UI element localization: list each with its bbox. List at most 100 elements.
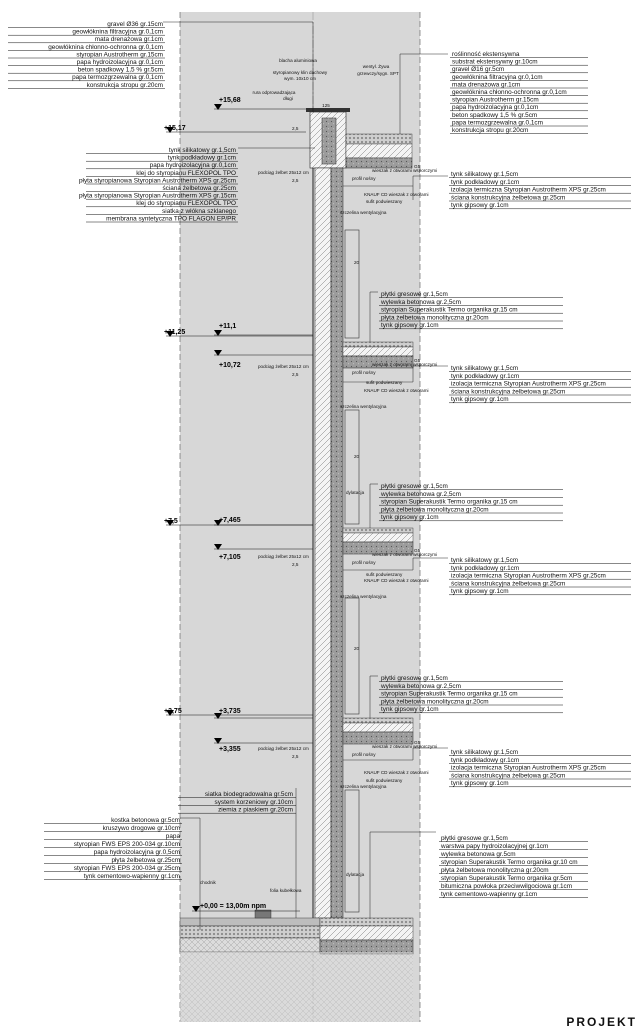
annotation-wieszak: wieszak z otworami wsporczymi <box>372 362 437 367</box>
wall-layer-item: tynk podkładowy gr.1cm <box>451 565 519 572</box>
floor-layer-item: tynk gipsowy gr.1cm <box>381 706 439 713</box>
level-right: +3,735 <box>219 708 241 715</box>
slab-3 <box>342 717 414 745</box>
annotation-dylatacja: dylatacja <box>346 872 365 877</box>
wall-layer-item: izolacja termiczna Styropian Austrotherm… <box>451 573 606 580</box>
wall-layer-item: ściana konstrukcyjna żelbetowa gr.25cm <box>451 580 565 587</box>
annotation-styropian-klin: styropianowy klin dachowy <box>273 70 328 75</box>
left-roof-item: papa hydroizolacyjna gr.0,1cm <box>77 59 163 66</box>
annotation-profil: profil nośny <box>352 560 376 565</box>
annotation-n3: G5 <box>414 358 421 363</box>
annotation-sufit: sufit podwieszany <box>366 380 403 385</box>
right-roof-item: mata drenażowa gr.1cm <box>452 81 520 88</box>
ground-layers-item: warstwa papy hydroizolacyjnej gr.1cm <box>440 843 548 850</box>
level-right: +15,68 <box>219 97 241 104</box>
green-layers-item: ziemia z piaskiem gr.20cm <box>218 807 293 814</box>
left-parapet-item: tynk silikatowy gr.1,5cm <box>169 147 236 154</box>
annotation-grzewczy: grzewczy/sygn. SPT <box>357 71 399 76</box>
left-parapet-item: klej do styropianu FLEXOPOL TPO <box>136 200 236 207</box>
level-labels: +15,17+11,25+7,5+3,75+15,68+11,1+10,72+7… <box>164 97 266 910</box>
ground-layers-item: bitumiczna powłoka przeciwwilgociowa gr.… <box>441 883 572 890</box>
path-layers-item: papa hydroizolacyjna gr.0,5cm <box>94 849 180 856</box>
floor-layer-item: styropian Superakustik Termo organika gr… <box>381 691 518 698</box>
annotation-knauf: KNAUF CD wieszak z otworami <box>364 388 429 393</box>
path-layers-item: styropian FWS EPS 200-034 gr.10cm <box>74 841 180 848</box>
level-left: +3,75 <box>164 708 182 715</box>
annotation-profil: profil nośny <box>352 370 376 375</box>
annotation-dlugi: długi <box>283 96 293 101</box>
roof-parapet <box>306 108 413 169</box>
annotation-szczelina: szczelina wentylacyjna <box>340 784 387 789</box>
annotation-dylatacja: dylatacja <box>346 490 365 495</box>
level-right: +11,1 <box>219 323 236 330</box>
wall-layer-item: tynk podkładowy gr.1cm <box>451 179 519 186</box>
annotation-n2: 2,5 <box>292 178 299 183</box>
path-layers-item: papa <box>166 833 181 840</box>
left-parapet-item: membrana syntetyczna TPO FLAGON EP/PR <box>106 215 236 222</box>
annotation-n3: G5 <box>414 164 421 169</box>
wall-layer-item: ściana konstrukcyjna żelbetowa gr.25cm <box>451 194 565 201</box>
left-roof-item: styropian Austrotherm gr.15cm <box>76 51 163 58</box>
level-right: +3,355 <box>219 746 241 753</box>
right-roof-item: geowłóknina filtracyjna gr.0,1cm <box>452 74 543 81</box>
wall-layer-item: ściana konstrukcyjna żelbetowa gr.25cm <box>451 388 565 395</box>
level-markers <box>166 104 222 912</box>
wall-layer-item: tynk gipsowy gr.1cm <box>451 588 509 595</box>
right-roof-item: styropian Austrotherm gr.15cm <box>452 97 539 104</box>
wall-layer-item: tynk gipsowy gr.1cm <box>451 780 509 787</box>
ground-layers-item: tynk cementowo-wapienny gr.1cm <box>441 891 537 898</box>
wall-layer-item: tynk podkładowy gr.1cm <box>451 373 519 380</box>
left-roof-item: mata drenażowa gr.1cm <box>95 36 163 43</box>
right-roof-item: papa hydroizolacyjna gr.0,1cm <box>452 104 538 111</box>
floor-layer-item: wylewka betonowa gr.2,5cm <box>380 491 461 498</box>
level-lines <box>166 108 313 912</box>
wall-layer-item: tynk gipsowy gr.1cm <box>451 202 509 209</box>
annotation-podciag: podciąg żelbet 25x12 cm <box>258 554 309 559</box>
ground-layers-item: płytki gresowe gr.1,5cm <box>441 835 508 842</box>
annotation-n1: 20 <box>354 454 360 459</box>
annotation-podciag: podciąg żelbet 25x12 cm <box>258 364 309 369</box>
floor-layer-item: wylewka betonowa gr.2,5cm <box>380 683 461 690</box>
left-parapet-item: siatka z włókna szklanego <box>162 208 236 215</box>
floor-layer-item: płytki gresowe gr.1,5cm <box>381 483 448 490</box>
annotation-knauf: KNAUF CD wieszak z otworami <box>364 192 429 197</box>
ground-layers-item: styropian Superakustik Termo organika gr… <box>441 859 578 866</box>
left-parapet-item: klej do styropianu FLEXOPOL TPO <box>136 170 236 177</box>
wall-layer-item: izolacja termiczna Styropian Austrotherm… <box>451 187 606 194</box>
floor-layer-item: płyta żelbetowa monolityczna gr.20cm <box>381 698 489 705</box>
floor-layer-item: płyta żelbetowa monolityczna gr.20cm <box>381 506 489 513</box>
annotation-n3: G5 <box>414 740 421 745</box>
left-parapet-item: płyta styropianowa Styropian Austrotherm… <box>79 177 236 184</box>
building-band <box>180 12 420 1022</box>
annotation-n1: 20 <box>354 260 360 265</box>
wall-layer-item: tynk silikatowy gr.1,5cm <box>451 749 518 756</box>
floor-layer-item: styropian Superakustik Termo organika gr… <box>381 499 518 506</box>
path-layers-item: styropian FWS EPS 200-034 gr.25cm <box>74 865 180 872</box>
level-left: +11,25 <box>164 329 185 336</box>
annotation-sufit: sufit podwieszany <box>366 572 403 577</box>
annotation-n3: G5 <box>414 548 421 553</box>
brand-title: PROJEKT <box>566 1015 637 1029</box>
right-roof-item: beton spadkowy 1,5 % gr.5cm <box>452 112 537 119</box>
path-layers-item: płyta żelbetowa gr.25cm <box>111 857 180 864</box>
wall-layer-item: tynk silikatowy gr.1,5cm <box>451 557 518 564</box>
left-roof-item: gravel Ø36 gr.15cm <box>107 21 163 28</box>
level-left: +7,5 <box>164 518 178 525</box>
path-layers-item: kruszywo drogowe gr.10cm <box>103 825 180 832</box>
floor-layer-item: płytki gresowe gr.1,5cm <box>381 675 448 682</box>
annotation-n2: 2,5 <box>292 126 299 131</box>
annotation-szczelina: szczelina wentylacyjna <box>340 594 387 599</box>
annotation-n1: 20 <box>354 646 360 651</box>
floor-layer-item: tynk gipsowy gr.1cm <box>381 514 439 521</box>
annotation-szczelina: szczelina wentylacyjna <box>340 210 387 215</box>
wall-layer-item: tynk gipsowy gr.1cm <box>451 396 509 403</box>
annotation-podciag: podciąg żelbet 25x12 cm <box>258 170 309 175</box>
annotation-sufit: sufit podwieszany <box>366 199 403 204</box>
wall-layer-item: ściana konstrukcyjna żelbetowa gr.25cm <box>451 772 565 779</box>
annotation-folia: folia kubełkowa <box>270 888 302 893</box>
